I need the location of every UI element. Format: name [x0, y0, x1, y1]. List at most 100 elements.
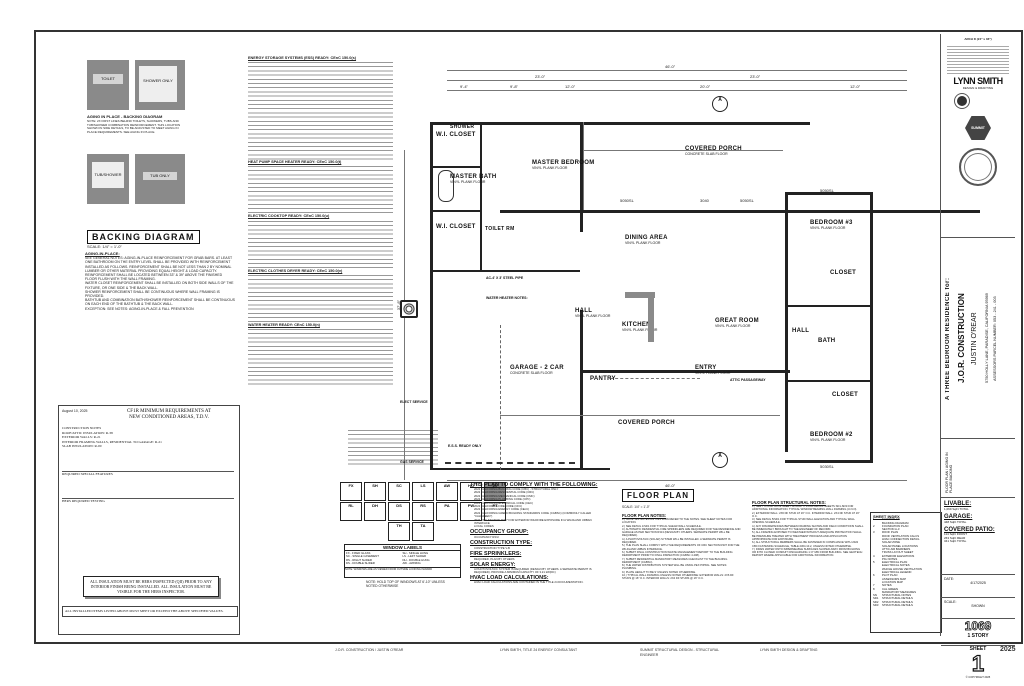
backing-scale: SCALE: 1/4" = 1'-0" — [87, 244, 122, 249]
energy-notes: ENERGY STORAGE SYSTEMS (ESS) READY: CEnC… — [248, 56, 393, 388]
firm-block: ARCH D (24" x 36") LYNN SMITH DESIGN & D… — [941, 37, 1015, 238]
solar-title: SOLAR ENERGY: — [470, 561, 516, 568]
client-company: J.O.R. CONSTRUCTION — [957, 293, 966, 384]
elect-service-label: ELECT SERVICE — [400, 400, 428, 404]
aging-bullet: SHOWER REINFORCEMENT SHALL BE CONTINUOUS… — [85, 289, 220, 299]
aging-title: AGING-IN-PLACE: — [85, 251, 120, 256]
window-type-rl: RL — [340, 502, 362, 521]
window-note: NOTE: HOLD TOP OF WINDOWS AT 6'-10" UNLE… — [366, 580, 445, 588]
floor-plan-scale: SCALE: 1/4" = 1'-0" — [622, 505, 650, 509]
structural-notes-title: FLOOR PLAN STRUCTURAL NOTES: — [752, 500, 826, 505]
window-labels-footer: NOTE: WINDOWS ARE AS VIEWED FROM OUTSIDE… — [345, 566, 460, 571]
cf1r-box: August 10, 2025 CF1R MINIMUM REQUIREMENT… — [58, 405, 240, 635]
aging-bullet: WATER CLOSET REINFORCEMENT SHALL BE INST… — [85, 281, 234, 290]
dim-label: 12'-0" — [565, 84, 576, 89]
window-labels-title: WINDOW LABELS — [345, 545, 460, 551]
footer-contractor: J.O.R. CONSTRUCTION / JUSTIN O'REAR — [335, 648, 404, 652]
window-type-ls: LS — [412, 482, 434, 501]
room-attic: ATTIC PASSAGEWAY — [730, 378, 766, 382]
room-covered-porch-front: COVERED PORCH — [618, 420, 675, 426]
backing-label: TUB ONLY — [143, 172, 177, 180]
garage-door-dashes — [445, 462, 575, 464]
room-floor: CONCRETE SLAB FLOOR — [510, 371, 553, 375]
window-type-fx: FX — [340, 482, 362, 501]
dim-overall: 46'-0" — [665, 64, 676, 69]
window-type-lv: LV — [484, 482, 506, 501]
room-label: HALL — [575, 308, 593, 314]
gas-service-label: GAS SERVICE — [400, 460, 424, 464]
dim-label: 23'-0" — [535, 74, 546, 79]
room-floor: VINYL PLANK FLOOR — [450, 180, 486, 184]
sun-icon — [957, 96, 967, 106]
title-block: ARCH D (24" x 36") LYNN SMITH DESIGN & D… — [940, 34, 1015, 679]
cf1r-title: CF1R MINIMUM REQUIREMENTS AT — [126, 409, 212, 414]
revision-header: ARCH D (24" x 36") — [964, 37, 992, 41]
section-marker-bottom: A — [712, 452, 728, 468]
window-type-ho: HO — [460, 482, 482, 501]
sheet-index-item: MANDATORY MEASURES — [882, 589, 916, 594]
sheet-index-item: TRUSS LAYOUT SHEET — [882, 550, 914, 555]
backing-label: TOILET — [93, 74, 123, 84]
room-label: BEDROOM #3 — [810, 220, 853, 226]
engineer-seal-icon — [959, 148, 997, 186]
sheet-index-item: ROOF VENTILATION CALCS — [882, 533, 920, 538]
window-type-pw: PW — [460, 502, 482, 521]
hvac-title: HVAC LOAD CALCULATIONS: — [470, 574, 549, 581]
sheet-index-item: BACKING DIAGRAM — [882, 520, 909, 525]
room-wic2: W.I. CLOSET — [436, 224, 476, 230]
sheet-index-item: LOCATION MAP — [882, 579, 903, 584]
sheet-index-item: PIG NOTES — [882, 556, 898, 561]
window-tag: 5030SL — [820, 464, 834, 469]
energy-text-block — [248, 272, 393, 323]
cf1r-line: REQUIRED SPECIAL FEATURES — [62, 470, 234, 477]
room-toilet: TOILET RM — [485, 226, 515, 232]
backing-caption: AGING IN PLACE - BACKING DIAGRAM — [87, 114, 163, 119]
cf1r-line: ROOF/ATTIC INSULATION: R-38 — [62, 430, 113, 435]
water-heater-note: WATER HEATER NOTES: — [486, 296, 528, 300]
dim-label: 12'-0" — [850, 84, 861, 89]
dim-overall: 46'-0" — [665, 483, 676, 488]
cf1r-line: CONSTRUCTION NOTES — [62, 426, 102, 430]
sheet-index-item: ELECTRICAL LEGEND — [882, 570, 912, 575]
garage-label: GARAGE: — [944, 514, 973, 520]
window-type-sc: SC — [388, 482, 410, 501]
room-label: CLOSET — [832, 392, 859, 398]
backing-note: NOTE: 2X FIRST LINES BEHIND TOILETS, SHO… — [87, 119, 181, 134]
backing-label: TUB/SHOWER — [92, 162, 124, 188]
energy-section-title: ENERGY STORAGE SYSTEMS (ESS) READY: CEnC… — [248, 56, 357, 60]
sheet-number-block: SHEET 1 © COPYRIGHT 2025 — [941, 646, 1015, 686]
backing-label: SHOWER ONLY — [139, 66, 177, 102]
sheet-index-item: HVAC CONNECTION DETAIL — [882, 537, 920, 542]
floor-plan: 46'-0" 23'-0" 23'-0" 9'-4" 9'-8" 12'-0" … — [396, 60, 980, 488]
cf1r-callout: ALL INSULATION MUST BE HERS INSPECTED (Q… — [83, 576, 219, 597]
cf1r-date: August 10, 2025 — [62, 409, 88, 413]
cf1r-subtitle: NEW CONDITIONED AREAS, T.D.V. — [129, 415, 209, 420]
sheet-index-item: SECTION A-3 — [882, 527, 900, 532]
energy-section-title: ELECTRIC CLOTHES DRYER READY: CEnC 150.0… — [248, 268, 343, 273]
backing-toilet-wall: TOILET — [87, 60, 129, 110]
room-label: CLOSET — [830, 270, 857, 276]
date-value: 4/17/2025 — [970, 581, 986, 585]
stories: 1 STORY — [967, 633, 989, 639]
energy-text-block — [248, 327, 393, 388]
footer-drafter: LYNN SMITH DESIGN & DRAFTING — [760, 648, 818, 652]
date-block: DATE: 4/17/2025 — [941, 575, 1015, 598]
firm-sub: DESIGN & DRAFTING — [962, 86, 994, 90]
room-floor: VINYL PLANK FLOOR — [715, 324, 751, 328]
sheet-content: FLOOR PLAN / AGING IN PLACE BACKING — [941, 439, 1015, 498]
backing-diagram: TOILET SHOWER ONLY AGING IN PLACE - BACK… — [85, 58, 235, 249]
dim-label: 20'-0" — [700, 84, 711, 89]
hvac-note: AC-4' X 3' STEEL PIPE — [486, 276, 524, 280]
room-floor: VINYL PLANK FLOOR — [695, 371, 731, 375]
room-bath: BATH — [818, 338, 835, 344]
client-name: JUSTIN O'REAR — [971, 312, 978, 365]
